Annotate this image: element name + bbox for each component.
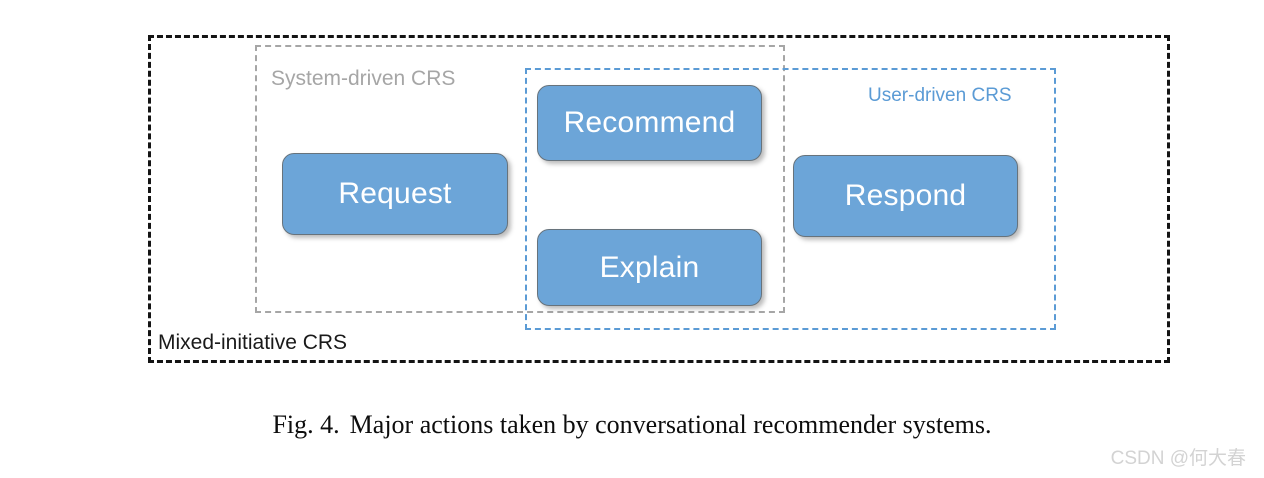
figure-caption-number: Fig. 4. <box>272 410 340 439</box>
group-label-mixed-initiative-crs: Mixed-initiative CRS <box>158 331 348 354</box>
action-node-request: Request <box>282 153 508 235</box>
figure-caption: Fig. 4. Major actions taken by conversati… <box>0 410 1264 440</box>
action-node-explain: Explain <box>537 229 762 306</box>
group-label-user-driven-crs: User-driven CRS <box>868 85 1012 106</box>
group-box-system-driven-crs <box>255 45 785 313</box>
watermark-csdn: CSDN @何大春 <box>1110 448 1246 469</box>
group-box-mixed-initiative-crs <box>148 35 1170 363</box>
action-node-recommend: Recommend <box>537 85 762 161</box>
action-node-respond: Respond <box>793 155 1018 237</box>
group-box-user-driven-crs <box>525 68 1056 330</box>
group-label-system-driven-crs: System-driven CRS <box>271 67 456 90</box>
figure-caption-text: Major actions taken by conversational re… <box>349 410 992 439</box>
